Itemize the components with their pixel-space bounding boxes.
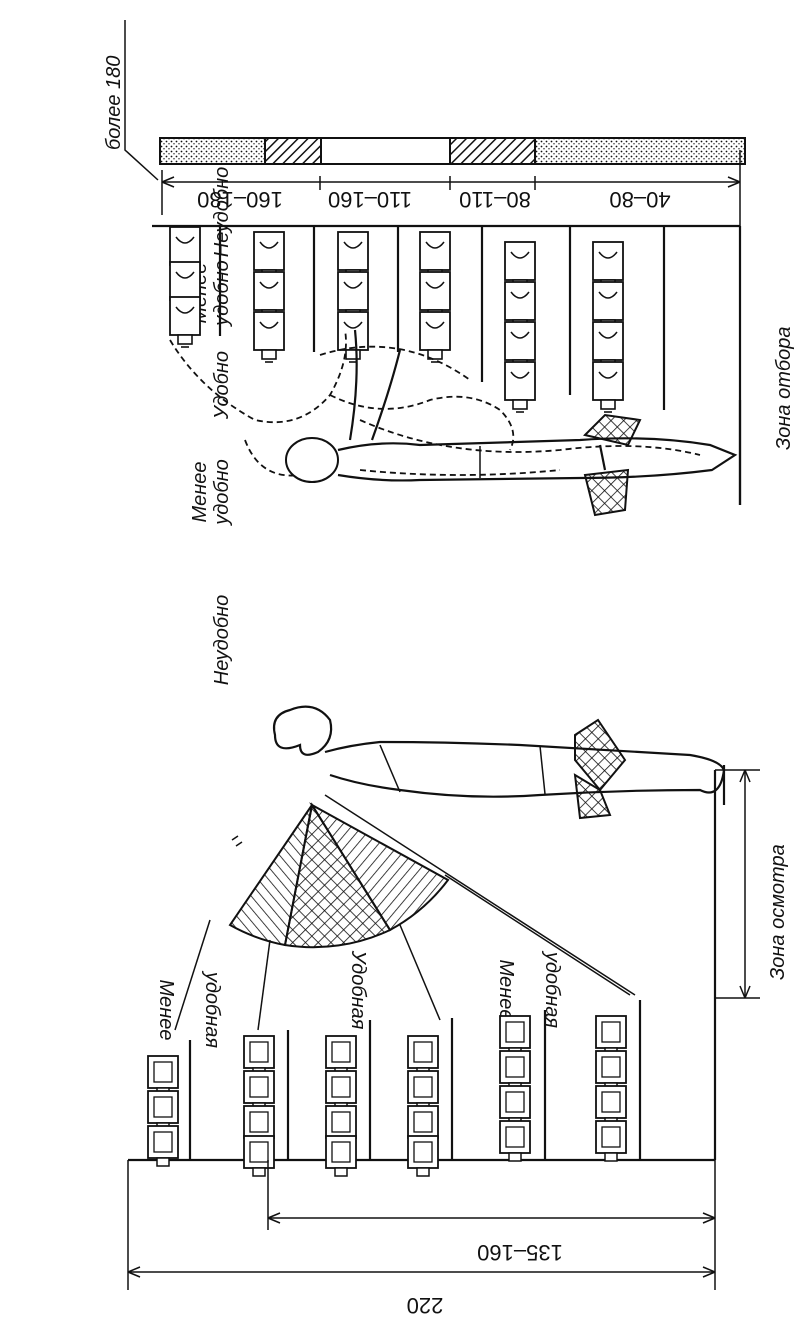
height-dimension-line	[161, 150, 741, 240]
shelf-jar-icon	[337, 311, 369, 363]
sector-labels: Менее удобная Удобная Менее удобная	[155, 950, 563, 1049]
top-jars	[169, 226, 624, 413]
height-leader	[124, 20, 159, 181]
sector-label: удобная	[201, 970, 223, 1049]
comfort-bar-label: Неудобно	[211, 167, 233, 257]
height-range-labels: 160–180 110–160 80–110 40–80	[197, 176, 671, 212]
sector-label: удобная	[541, 950, 563, 1029]
height-range-label: 160–180	[197, 187, 283, 212]
comfort-bar-label: Менее	[189, 461, 211, 522]
shelf-jar-icon	[504, 361, 536, 413]
shelf-box-jar-icon	[595, 1015, 627, 1057]
comfort-bar-label: удобно	[211, 260, 233, 328]
shelf-box-jar-icon	[499, 1085, 531, 1127]
shelf-box-jar-icon	[243, 1070, 275, 1112]
dim-total-label: 220	[407, 1293, 444, 1318]
shelf-box-jar-icon	[499, 1015, 531, 1057]
comfort-bar	[159, 137, 746, 165]
inspection-zone-dimension	[715, 769, 760, 999]
person-standing-icon	[272, 705, 726, 820]
basket-icon	[583, 413, 642, 517]
sector-label: Менее	[495, 959, 517, 1020]
height-above-label: более 180	[103, 56, 125, 150]
shelf-box-jar-icon	[407, 1035, 439, 1077]
height-range-label: 40–80	[609, 187, 670, 212]
top-figure: НеудобноМенееудобноУдобноМенееудобноНеуд…	[103, 20, 795, 685]
shelf-box-jar-icon	[407, 1135, 439, 1177]
shelf-box-jar-icon	[147, 1090, 179, 1132]
bottom-dimension-lines	[127, 1160, 716, 1290]
shelf-box-jar-icon	[325, 1035, 357, 1077]
shelf-box-jar-icon	[595, 1085, 627, 1127]
shelf-box-jar-icon	[595, 1050, 627, 1092]
shelf-box-jar-icon	[407, 1070, 439, 1112]
shelf-jar-icon	[592, 361, 624, 413]
stray-mark	[231, 835, 243, 847]
shelf-box-jar-icon	[499, 1050, 531, 1092]
shelf-box-jar-icon	[243, 1035, 275, 1077]
shelf-box-jar-icon	[147, 1055, 179, 1097]
vision-sectors	[174, 794, 636, 1031]
comfort-bar-label: Неудобно	[211, 595, 233, 685]
shelf-rack-top	[152, 224, 742, 505]
inspection-zone-label: Зона осмотра	[767, 844, 789, 980]
shelf-box-jar-icon	[499, 1120, 531, 1162]
height-range-label: 80–110	[459, 187, 531, 212]
dim-partial-label: 135–160	[477, 1240, 563, 1265]
shelf-jar-icon	[253, 311, 285, 363]
height-range-label: 110–160	[328, 187, 412, 212]
shelf-box-jar-icon	[325, 1135, 357, 1177]
sector-label: Удобная	[347, 950, 369, 1030]
comfort-bar-label: удобно	[211, 459, 233, 527]
selection-zone-label: Зона отбора	[773, 327, 795, 451]
sector-label: Менее	[155, 979, 177, 1040]
shelf-box-jar-icon	[243, 1135, 275, 1177]
shelf-jar-icon	[419, 311, 451, 363]
shelf-box-jar-icon	[325, 1070, 357, 1112]
comfort-bar-label: Удобно	[211, 351, 233, 420]
bottom-figure: Менее удобная Удобная Менее удобная	[127, 705, 789, 1318]
shelf-jar-icon	[169, 296, 201, 348]
shelf-box-jar-icon	[595, 1120, 627, 1162]
person-reaching-icon	[285, 329, 738, 483]
